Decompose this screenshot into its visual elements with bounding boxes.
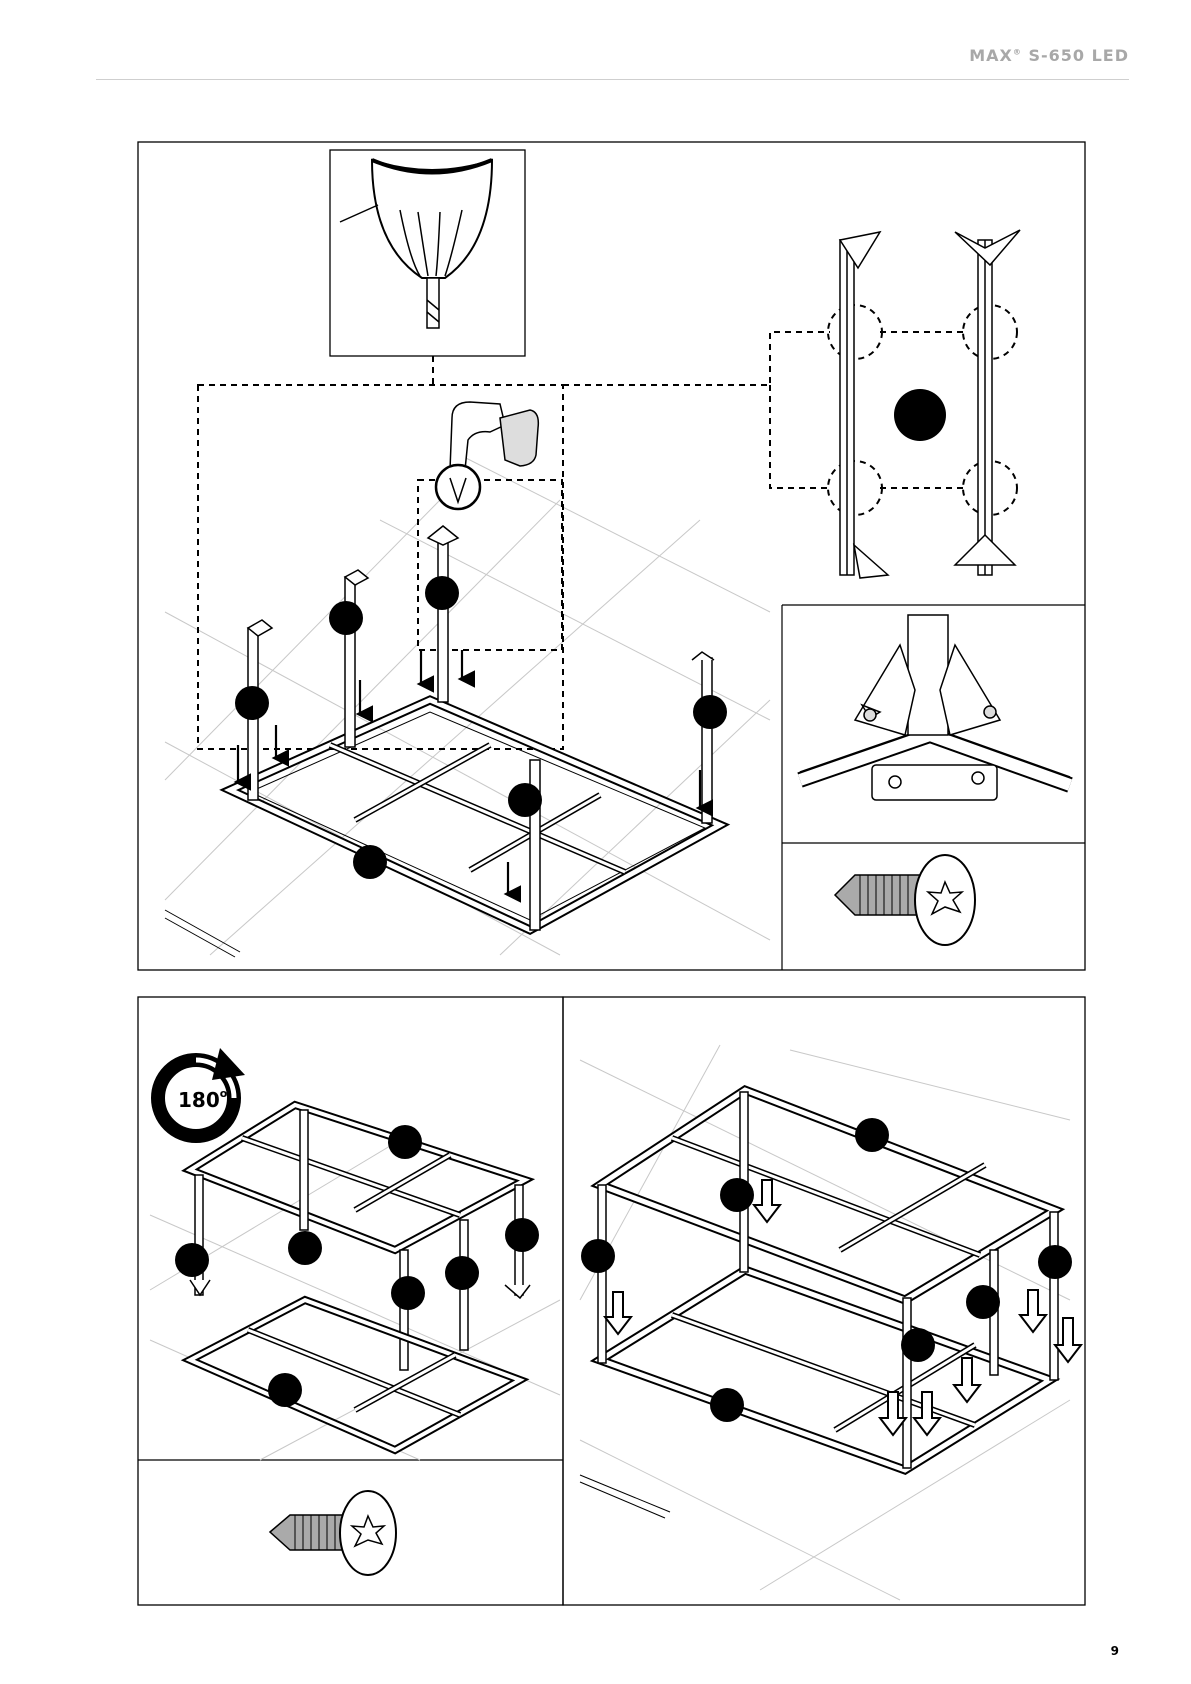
posts-br	[598, 1092, 1058, 1468]
floor-edge-br	[580, 1475, 670, 1518]
bit-callout	[330, 150, 525, 356]
frame-base	[230, 700, 720, 930]
floor-edge	[165, 910, 240, 957]
top-panel	[138, 142, 1085, 970]
corner-bracket-detail	[800, 615, 1070, 800]
torx-screw-icon	[270, 1491, 396, 1575]
torx-screw-icon	[835, 855, 975, 945]
power-drill-icon	[436, 402, 538, 509]
floor-grid-bl	[150, 1140, 560, 1460]
frame-top-br	[600, 1090, 1055, 1300]
bottom-left-panel: 180o	[138, 997, 563, 1605]
bottom-right-panel	[563, 997, 1085, 1605]
frame-top-bl	[190, 1105, 525, 1250]
frame-bottom-bl	[190, 1300, 520, 1450]
arrow-down-icon	[238, 650, 700, 894]
page-number: 9	[1111, 1644, 1119, 1658]
